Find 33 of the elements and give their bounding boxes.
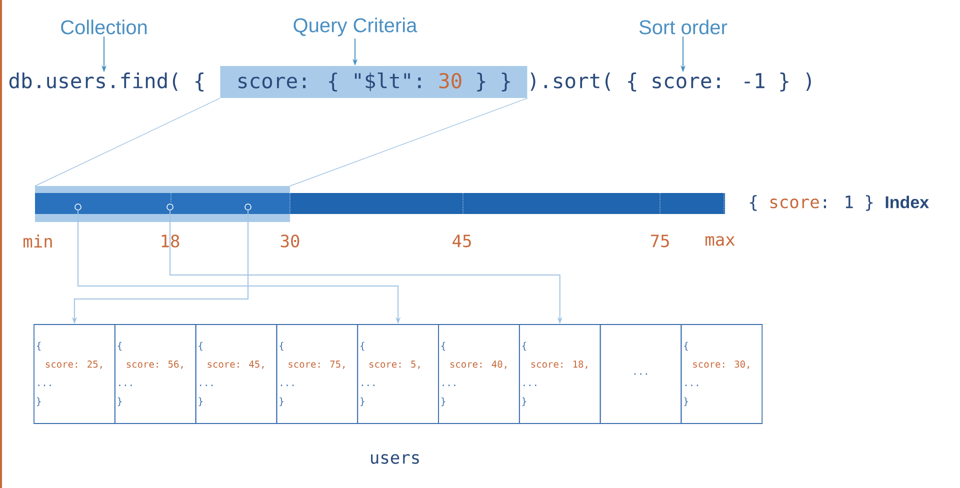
document-box: { score: 18, ... } [518, 324, 601, 424]
document-box: { score: 56, ... } [114, 324, 196, 424]
node-label: score [770, 198, 819, 208]
axis-label: 75 [650, 234, 669, 248]
index-entry-marker [166, 204, 174, 210]
document-box: { score: 45, ... } [195, 324, 278, 424]
index-entry-marker [74, 204, 82, 210]
axis-label: min [24, 234, 52, 248]
heading-label: Sort order [639, 20, 728, 34]
leader-line [34, 98, 220, 186]
document-box: { score: 30, ... } [680, 324, 763, 424]
axis-label: 30 [280, 234, 300, 248]
axis-label: 18 [162, 234, 180, 248]
document-box: { score: 5, ... } [357, 324, 439, 424]
axis-label: max [706, 236, 735, 246]
node-label: Index [886, 196, 929, 208]
node-label: { [750, 195, 757, 211]
document-box: { score: 25, ... } [34, 324, 116, 424]
document-box: { score: 40, ... } [438, 324, 520, 424]
heading-label: Collection [61, 20, 147, 34]
index-bar [35, 193, 725, 214]
heading-label: Query Criteria [294, 18, 418, 36]
leader-line [290, 98, 528, 186]
index-entry-marker [244, 204, 252, 210]
collection-label: users [371, 454, 419, 464]
document-box: { score: 75, ... } [276, 324, 358, 424]
node-label: : 1 } [824, 195, 873, 211]
axis-label: 45 [452, 234, 471, 248]
highlighted-code: score: { "$lt": 30 } } [220, 66, 528, 98]
index-label: { score : 1 } Index [750, 195, 929, 211]
code-text: ).sort( { score: -1 } ) [530, 72, 811, 92]
document-box: ... [600, 324, 682, 424]
code-text: db.users.find( { [9, 72, 204, 92]
